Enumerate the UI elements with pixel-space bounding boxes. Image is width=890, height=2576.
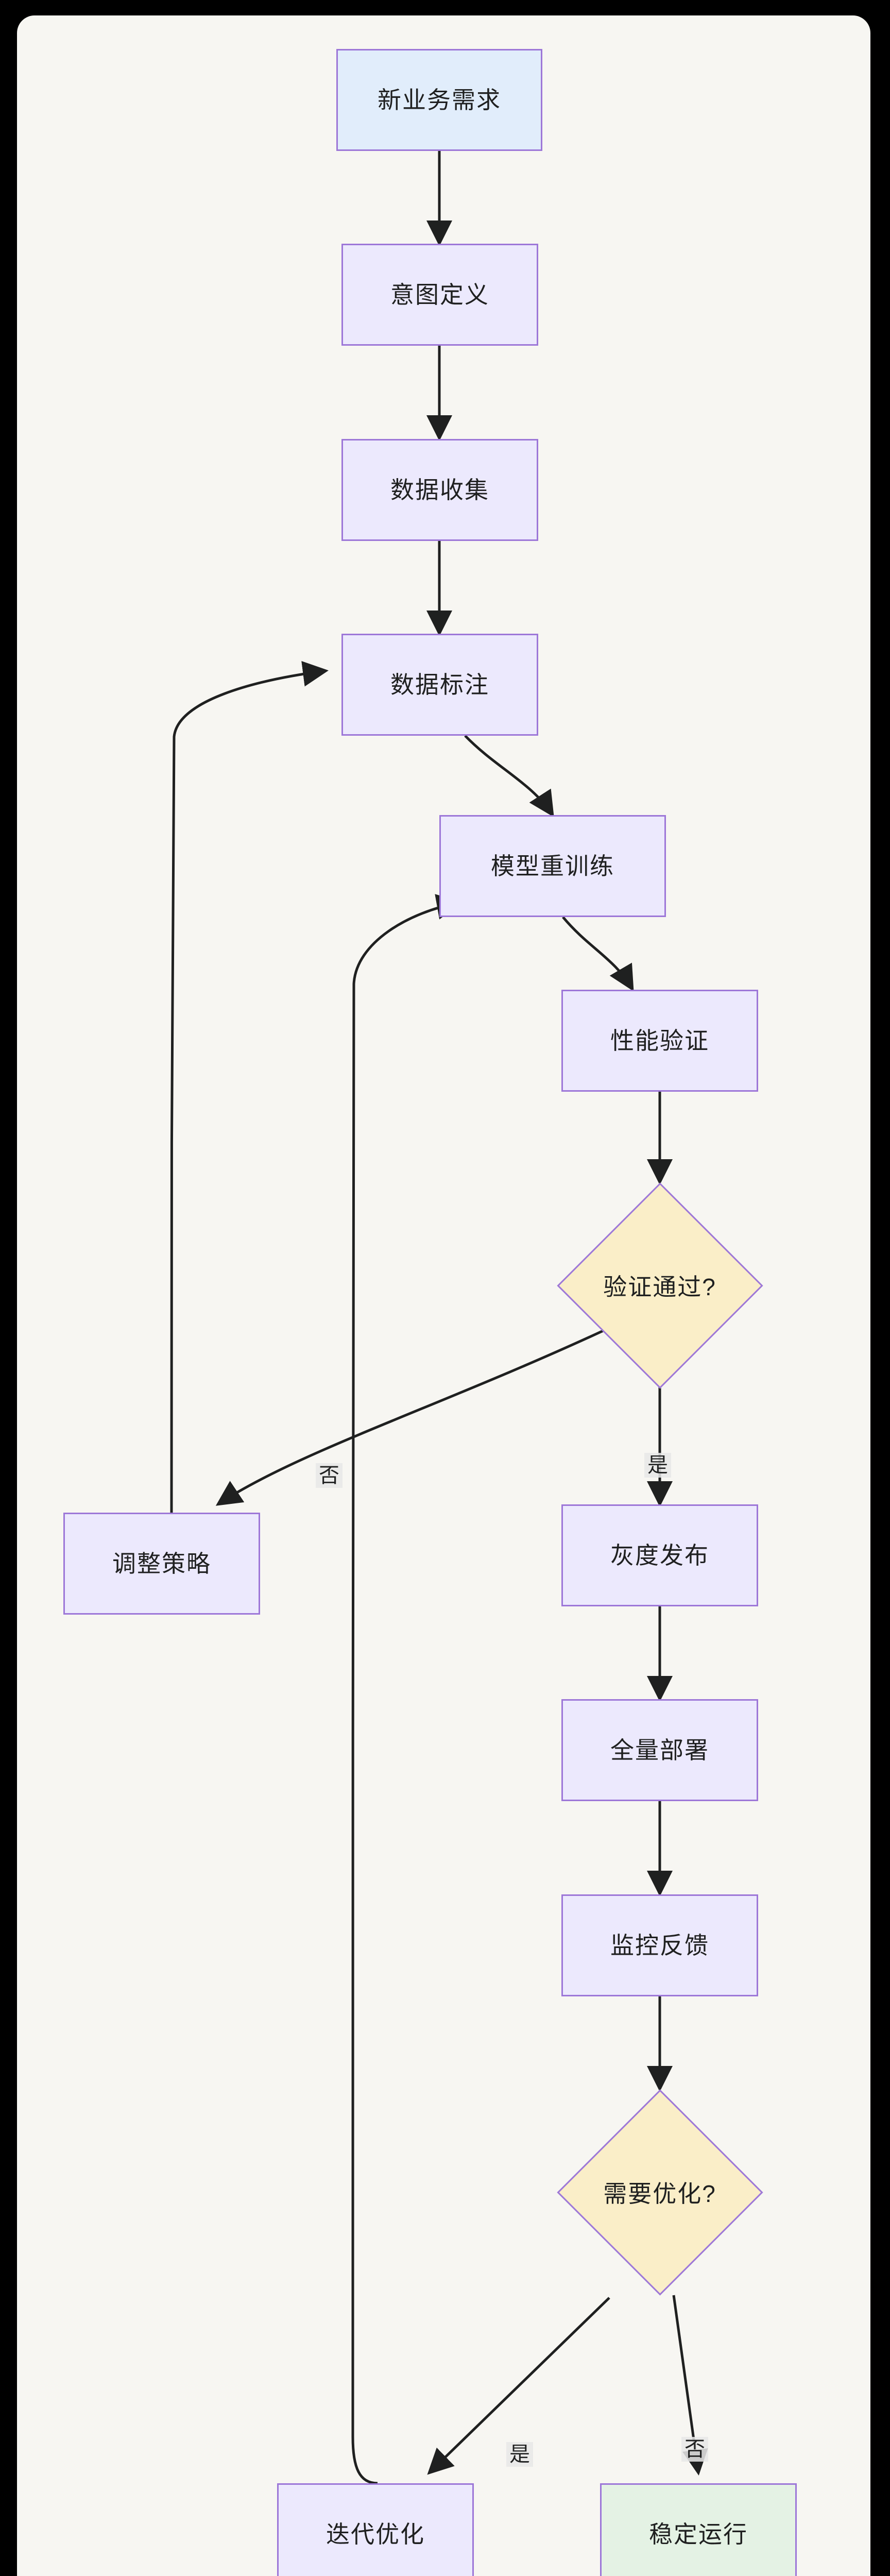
node-stable-operation[interactable]: 稳定运行 — [600, 2483, 797, 2576]
node-label: 调整策略 — [112, 1550, 211, 1577]
node-label: 新业务需求 — [378, 86, 501, 113]
edge-n7-n4 — [170, 660, 329, 1513]
decision-need-optimization[interactable]: 需要优化? — [556, 2089, 763, 2296]
decision-label: 验证通过? — [603, 1274, 716, 1300]
decision-label: 需要优化? — [603, 2180, 716, 2207]
node-label: 性能验证 — [610, 1027, 709, 1054]
node-iterative-optimization[interactable]: 迭代优化 — [277, 2483, 474, 2576]
node-label: 灰度发布 — [610, 1541, 709, 1569]
node-intent-definition[interactable]: 意图定义 — [341, 244, 538, 346]
node-data-annotation[interactable]: 数据标注 — [341, 634, 538, 736]
node-label: 数据收集 — [390, 476, 489, 503]
node-label: 数据标注 — [390, 671, 489, 698]
edge-label-optimization-no: 否 — [681, 2437, 708, 2462]
edge-label-validation-no: 否 — [316, 1463, 343, 1488]
node-label: 监控反馈 — [610, 1931, 709, 1959]
node-label: 迭代优化 — [326, 2520, 425, 2548]
node-label: 意图定义 — [390, 281, 489, 308]
edge-label-optimization-yes: 是 — [506, 2442, 533, 2467]
node-data-collection[interactable]: 数据收集 — [341, 439, 538, 541]
edge-n5-n6 — [562, 916, 634, 992]
node-model-retraining[interactable]: 模型重训练 — [439, 815, 666, 917]
node-monitoring-feedback[interactable]: 监控反馈 — [561, 1894, 758, 1996]
node-performance-validation[interactable]: 性能验证 — [561, 990, 758, 1092]
decision-validation-passed[interactable]: 验证通过? — [556, 1182, 763, 1389]
node-canary-release[interactable]: 灰度发布 — [561, 1504, 758, 1606]
edge-d1-n7 — [215, 1329, 604, 1506]
flowchart: 新业务需求 意图定义 数据收集 数据标注 模型重训练 性能验证 验证通过? 调 — [17, 15, 870, 2576]
node-new-business-requirement[interactable]: 新业务需求 — [336, 49, 542, 151]
node-label: 全量部署 — [610, 1736, 709, 1764]
node-label: 稳定运行 — [649, 2520, 748, 2548]
edge-n4-n5 — [464, 735, 554, 818]
edge-label-validation-yes: 是 — [644, 1453, 671, 1478]
edge-n11-n5 — [351, 894, 463, 2485]
diagram-canvas: 新业务需求 意图定义 数据收集 数据标注 模型重训练 性能验证 验证通过? 调 — [17, 15, 870, 2576]
node-label: 模型重训练 — [491, 852, 614, 879]
node-full-deployment[interactable]: 全量部署 — [561, 1699, 758, 1801]
node-adjust-strategy[interactable]: 调整策略 — [63, 1513, 260, 1615]
